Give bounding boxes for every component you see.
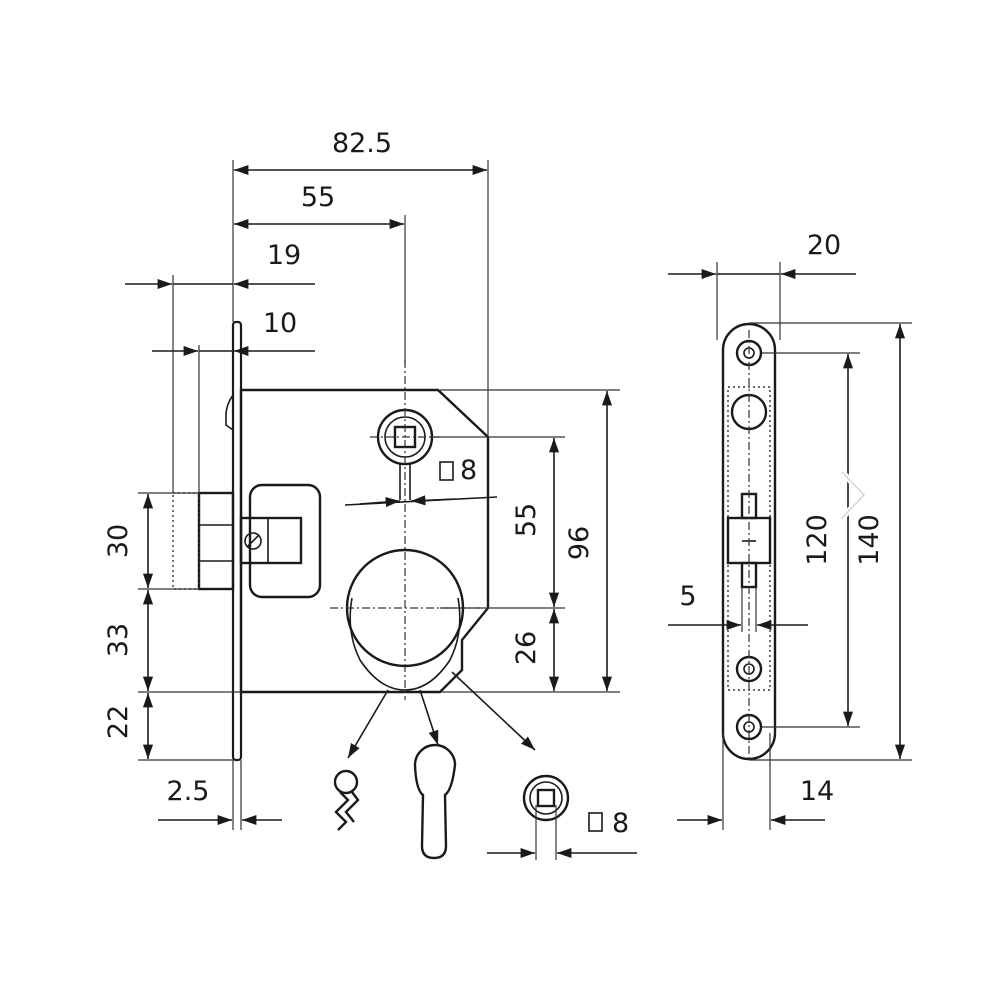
next-image-button[interactable]: [828, 460, 878, 530]
latch-pin: [244, 532, 262, 550]
top-dimensions: 82.5 55 19 10 8: [125, 128, 498, 508]
dim-gap-33: 33: [103, 623, 134, 657]
dim-spindle-to-key: 55: [511, 503, 542, 537]
key-options: 8: [333, 671, 637, 860]
dim-to-center: 55: [301, 182, 335, 213]
dim-faceplate-width: 20: [807, 230, 841, 261]
dim-backset-19: 19: [267, 240, 301, 271]
dim-key-offset: 26: [511, 631, 542, 665]
right-dimensions-body: 55 26 96: [430, 389, 620, 693]
dim-faceplate-body: 14: [800, 776, 834, 807]
dim-screw-spacing: 120: [802, 514, 833, 566]
euro-cylinder-profile-icon: [413, 743, 457, 860]
dim-latch-height: 30: [103, 524, 134, 558]
dim-bottom-22: 22: [103, 705, 134, 739]
faceplate-tab: [225, 394, 234, 431]
keyhole-warded-icon: [333, 769, 360, 831]
faceplate-dimensions: 20 120 140 5 14: [668, 230, 912, 830]
lock-case: [239, 388, 490, 694]
square-icon: [439, 461, 454, 481]
dim-body-height: 96: [564, 526, 595, 560]
latch-tail: [239, 516, 303, 565]
dim-faceplate-length: 140: [854, 514, 885, 566]
dim-square-8-top: 8: [460, 455, 477, 486]
square-icon: [588, 812, 603, 832]
latch-extended-outline: [172, 492, 200, 590]
dim-latch-10: 10: [263, 308, 297, 339]
dim-slot-5: 5: [679, 581, 696, 612]
dim-overall-width: 82.5: [332, 128, 392, 159]
faceplate-outline: [721, 322, 777, 761]
lock-body-front-view: [172, 320, 490, 762]
latch-bolt: [197, 491, 235, 591]
left-dimensions: 30 33 22 2.5: [103, 492, 282, 830]
chevron-right-icon: [839, 469, 867, 521]
dim-square-8-bottom: 8: [612, 808, 629, 839]
square-spindle-icon: [522, 774, 570, 822]
dim-plate-thickness: 2.5: [167, 776, 210, 807]
latch-window: [248, 483, 322, 599]
faceplate-side-view: [721, 322, 777, 761]
